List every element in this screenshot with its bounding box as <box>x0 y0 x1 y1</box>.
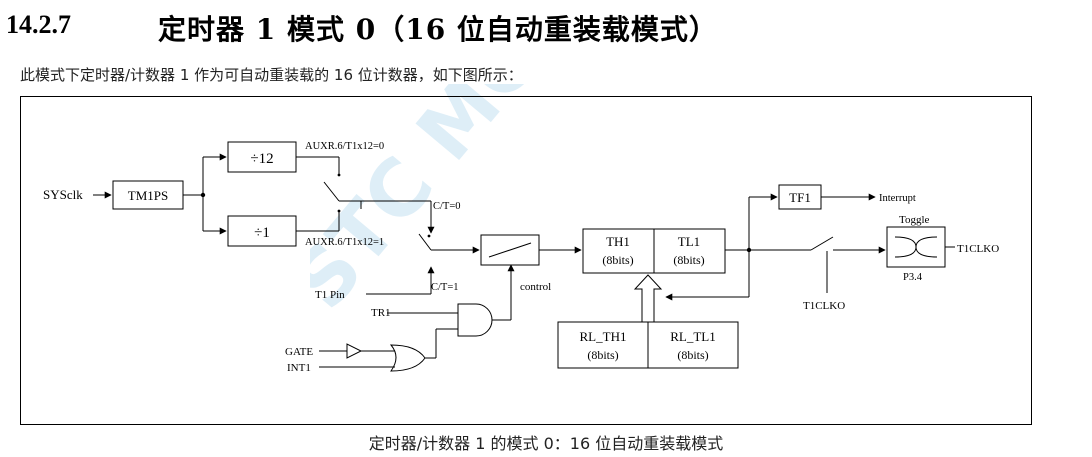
control-label: control <box>520 281 551 293</box>
gate-label: GATE <box>285 346 313 358</box>
interrupt-label: Interrupt <box>879 193 916 204</box>
tr1-label: TR1 <box>371 307 391 319</box>
section-number: 14.2.7 <box>6 10 71 39</box>
reload-arrow <box>633 274 663 323</box>
or-gate <box>389 344 426 372</box>
auxr-label-0: AUXR.6/T1x12=0 <box>305 141 384 152</box>
div1-label: ÷1 <box>254 225 270 241</box>
section-title: 定时器 1 模式 0（16 位自动重装载模式） <box>158 13 718 46</box>
figure-caption: 定时器/计数器 1 的模式 0：16 位自动重装载模式 <box>368 434 724 453</box>
timer1-mode0-diagram: SYSclk TM1PS ÷12 ÷1 AUXR.6/T1x12=0 AUXR.… <box>20 96 1032 425</box>
tl1-bits-label: (8bits) <box>673 253 704 267</box>
toggle-label: Toggle <box>899 214 930 226</box>
t1clko-output-label: T1CLKO <box>957 243 999 255</box>
th1-bits-label: (8bits) <box>602 253 633 267</box>
t1pin-label: T1 Pin <box>315 289 345 301</box>
ct1-label: C/T=1 <box>431 282 459 293</box>
ct0-label: C/T=0 <box>433 201 461 212</box>
intro-paragraph: 此模式下定时器/计数器 1 作为可自动重装载的 16 位计数器，如下图所示： <box>20 66 523 84</box>
auxr-label-1: AUXR.6/T1x12=1 <box>305 237 384 248</box>
rl-th1-label: RL_TH1 <box>580 329 627 344</box>
tl1-label: TL1 <box>678 234 700 249</box>
t1clko-switch-label: T1CLKO <box>803 300 845 312</box>
int1-label: INT1 <box>287 362 311 374</box>
th1-label: TH1 <box>606 234 630 249</box>
rl-tl1-bits-label: (8bits) <box>677 348 708 362</box>
p34-label: P3.4 <box>903 272 923 283</box>
section-heading: 14.2.7 定时器 1 模式 0（16 位自动重装载模式） <box>6 4 1086 46</box>
tm1ps-label: TM1PS <box>128 188 168 203</box>
and-gate <box>457 303 493 337</box>
t1clko-switch <box>810 236 834 251</box>
gate-buffer <box>346 343 363 359</box>
tf1-label: TF1 <box>789 190 811 205</box>
ct-switch <box>418 233 432 251</box>
rl-tl1-label: RL_TL1 <box>670 329 716 344</box>
rl-th1-bits-label: (8bits) <box>587 348 618 362</box>
div12-label: ÷12 <box>250 151 273 167</box>
sysclk-label: SYSclk <box>43 187 83 202</box>
clock-source-switch <box>323 181 340 202</box>
